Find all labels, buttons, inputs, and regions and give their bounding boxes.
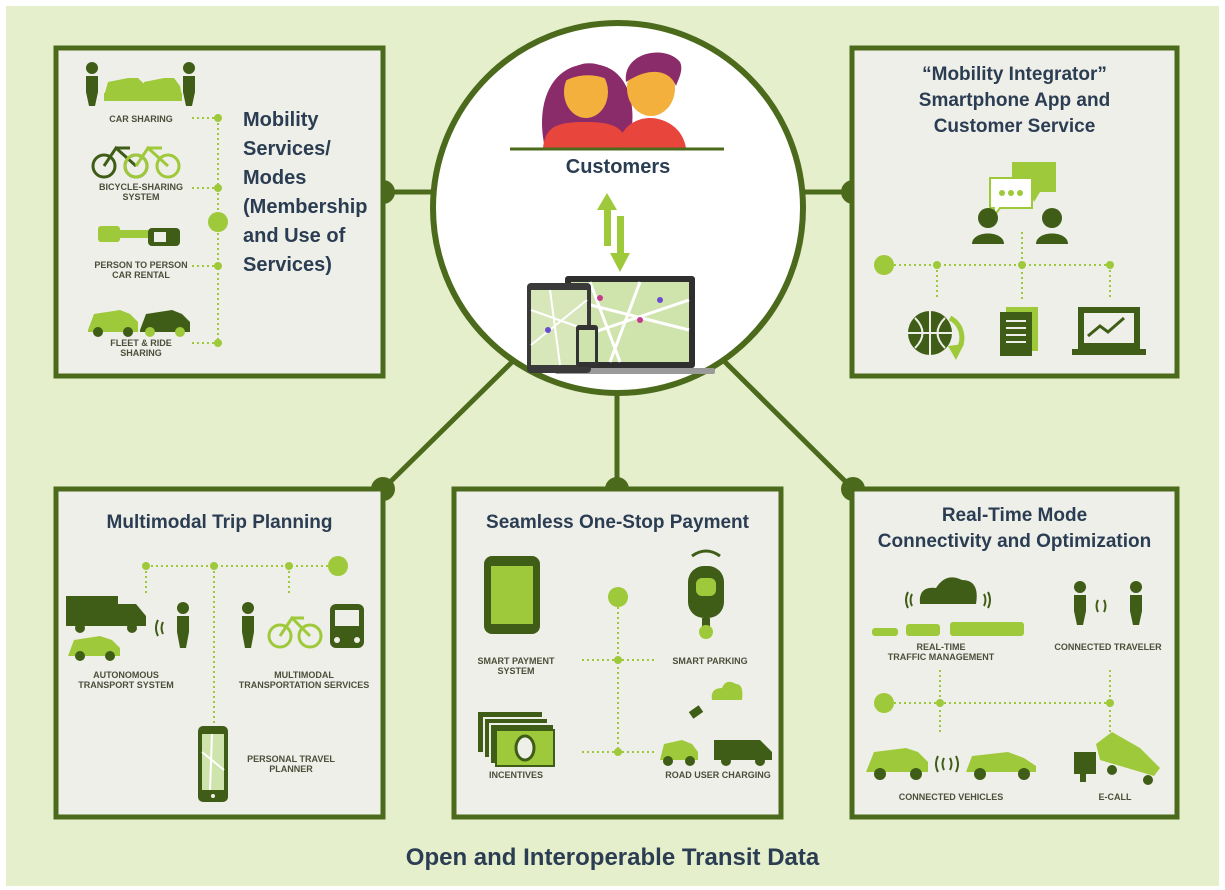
trip-planning-title: Multimodal Trip Planning bbox=[106, 512, 333, 533]
traffic-mgmt-label-2: TRAFFIC MANAGEMENT bbox=[887, 652, 995, 662]
customers-circle bbox=[430, 20, 806, 396]
users-icon bbox=[972, 208, 1068, 244]
multimodal-icon bbox=[242, 602, 364, 649]
trip-planning-connector bbox=[145, 565, 338, 726]
smart-payment-label-2: SYSTEM bbox=[497, 666, 535, 676]
mobility-services-nodes bbox=[208, 114, 228, 347]
car-key-icon bbox=[98, 226, 180, 246]
integrator-title-line-1: “Mobility Integrator” bbox=[922, 64, 1107, 85]
fleet-sharing-label-1: FLEET & RIDE bbox=[110, 338, 172, 348]
connected-traveler-icon bbox=[1074, 581, 1142, 625]
map-devices-icon bbox=[527, 276, 715, 374]
realtime-title: Real-Time Mode Connectivity and Optimiza… bbox=[860, 503, 1169, 555]
mobility-title-line-1: Mobility bbox=[243, 109, 319, 131]
connected-vehicles-label: CONNECTED VEHICLES bbox=[898, 792, 1004, 802]
realtime-title-line-2: Connectivity and Optimization bbox=[877, 531, 1152, 552]
travel-planner-phone-icon bbox=[198, 726, 228, 802]
connected-traveler-label: CONNECTED TRAVELER bbox=[1054, 642, 1162, 652]
autonomous-label-1: AUTONOMOUS bbox=[93, 670, 159, 680]
multimodal-label-2: TRANSPORTATION SERVICES bbox=[238, 680, 370, 690]
fleet-ride-sharing-icon bbox=[88, 310, 190, 337]
mobility-services-title: Mobility Services/ Modes (Membership and… bbox=[243, 106, 383, 280]
exchange-arrows-icon bbox=[597, 193, 630, 272]
e-call-crash-icon bbox=[1074, 732, 1160, 785]
p2p-rental-label-1: PERSON TO PERSON bbox=[94, 260, 188, 270]
laptop-chart-icon bbox=[1072, 307, 1146, 355]
autonomous-label-2: TRANSPORT SYSTEM bbox=[78, 680, 174, 690]
mobility-title-line-2: Services/ bbox=[243, 138, 331, 160]
p2p-rental-label-2: CAR RENTAL bbox=[112, 270, 170, 280]
bicycle-sharing-icon bbox=[91, 145, 181, 179]
traffic-mgmt-label-1: REAL-TIME bbox=[916, 642, 966, 652]
realtime-title-line-1: Real-Time Mode bbox=[941, 505, 1088, 526]
mobility-title-line-6: Services) bbox=[243, 254, 332, 276]
customers-label: Customers bbox=[565, 156, 671, 178]
integrator-title-line-3: Customer Service bbox=[933, 116, 1096, 137]
customers-icon bbox=[510, 52, 724, 151]
mobility-title-line-3: Modes bbox=[243, 167, 307, 189]
integrator-connector bbox=[884, 232, 1111, 300]
bicycle-sharing-label-2: SYSTEM bbox=[122, 192, 160, 202]
payment-title: Seamless One-Stop Payment bbox=[486, 512, 749, 533]
car-sharing-icon bbox=[86, 62, 195, 106]
realtime-nodes bbox=[874, 693, 1114, 713]
integrator-nodes bbox=[874, 255, 1114, 275]
travel-planner-label-2: PLANNER bbox=[269, 764, 313, 774]
trip-planning-nodes bbox=[142, 556, 348, 576]
smart-payment-phone-icon bbox=[484, 556, 540, 634]
footer-title: Open and Interoperable Transit Data bbox=[405, 844, 820, 871]
integrator-title: “Mobility Integrator” Smartphone App and… bbox=[862, 62, 1167, 140]
incentives-cash-icon bbox=[478, 712, 555, 767]
smart-parking-label: SMART PARKING bbox=[672, 656, 748, 666]
multimodal-label-1: MULTIMODAL bbox=[274, 670, 334, 680]
speech-bubbles-icon bbox=[989, 162, 1056, 219]
cloud-traffic-icon bbox=[872, 577, 1024, 636]
e-call-label: E-CALL bbox=[1098, 792, 1132, 802]
road-user-charging-icon bbox=[660, 681, 772, 766]
mobility-title-line-4: (Membership bbox=[243, 196, 368, 218]
smart-parking-meter-icon bbox=[688, 549, 724, 639]
globe-icon bbox=[908, 311, 965, 360]
car-sharing-label: CAR SHARING bbox=[109, 114, 173, 124]
fleet-sharing-label-2: SHARING bbox=[120, 348, 162, 358]
payment-nodes bbox=[608, 587, 628, 756]
connected-vehicles-icon bbox=[866, 748, 1036, 780]
smart-payment-label-1: SMART PAYMENT bbox=[477, 656, 555, 666]
incentives-label: INCENTIVES bbox=[488, 770, 543, 780]
road-user-charging-label: ROAD USER CHARGING bbox=[665, 770, 771, 780]
autonomous-truck-icon bbox=[66, 596, 189, 661]
documents-icon bbox=[1000, 307, 1038, 356]
integrator-title-line-2: Smartphone App and bbox=[918, 90, 1111, 111]
bicycle-sharing-label-1: BICYCLE-SHARING bbox=[98, 182, 183, 192]
mobility-title-line-5: and Use of bbox=[243, 225, 346, 247]
travel-planner-label-1: PERSONAL TRAVEL bbox=[247, 754, 335, 764]
mobility-services-connector bbox=[192, 117, 219, 344]
